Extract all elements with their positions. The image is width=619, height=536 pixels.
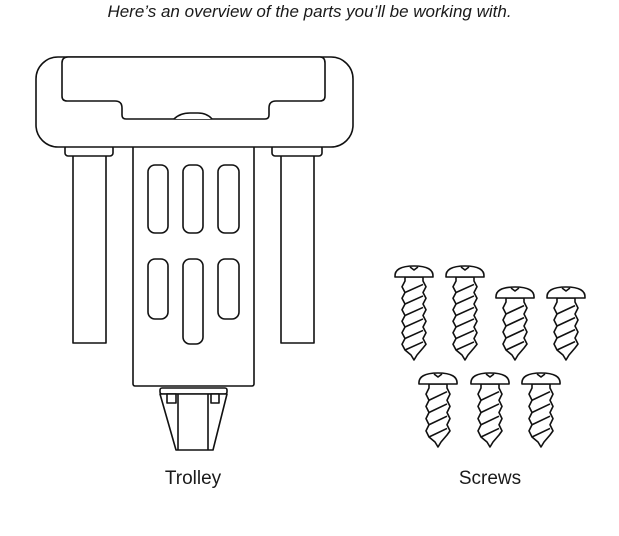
trolley-vent-slots <box>147 164 240 345</box>
trolley-right-leg <box>280 154 315 344</box>
screw <box>521 372 561 448</box>
intro-caption: Here’s an overview of the parts you’ll b… <box>107 2 512 21</box>
trolley-foot <box>159 387 228 451</box>
screw <box>546 286 586 361</box>
screw <box>470 372 510 448</box>
screw <box>445 265 485 361</box>
trolley-handle-bump <box>173 112 213 120</box>
trolley-left-leg <box>72 154 107 344</box>
screws-drawing <box>394 265 586 448</box>
screws-label: Screws <box>458 468 522 489</box>
screw <box>418 372 458 448</box>
screw <box>495 286 535 361</box>
trolley-label: Trolley <box>164 468 222 489</box>
trolley-drawing <box>35 56 354 451</box>
trolley-handle-opening <box>61 56 326 120</box>
screw <box>394 265 434 361</box>
